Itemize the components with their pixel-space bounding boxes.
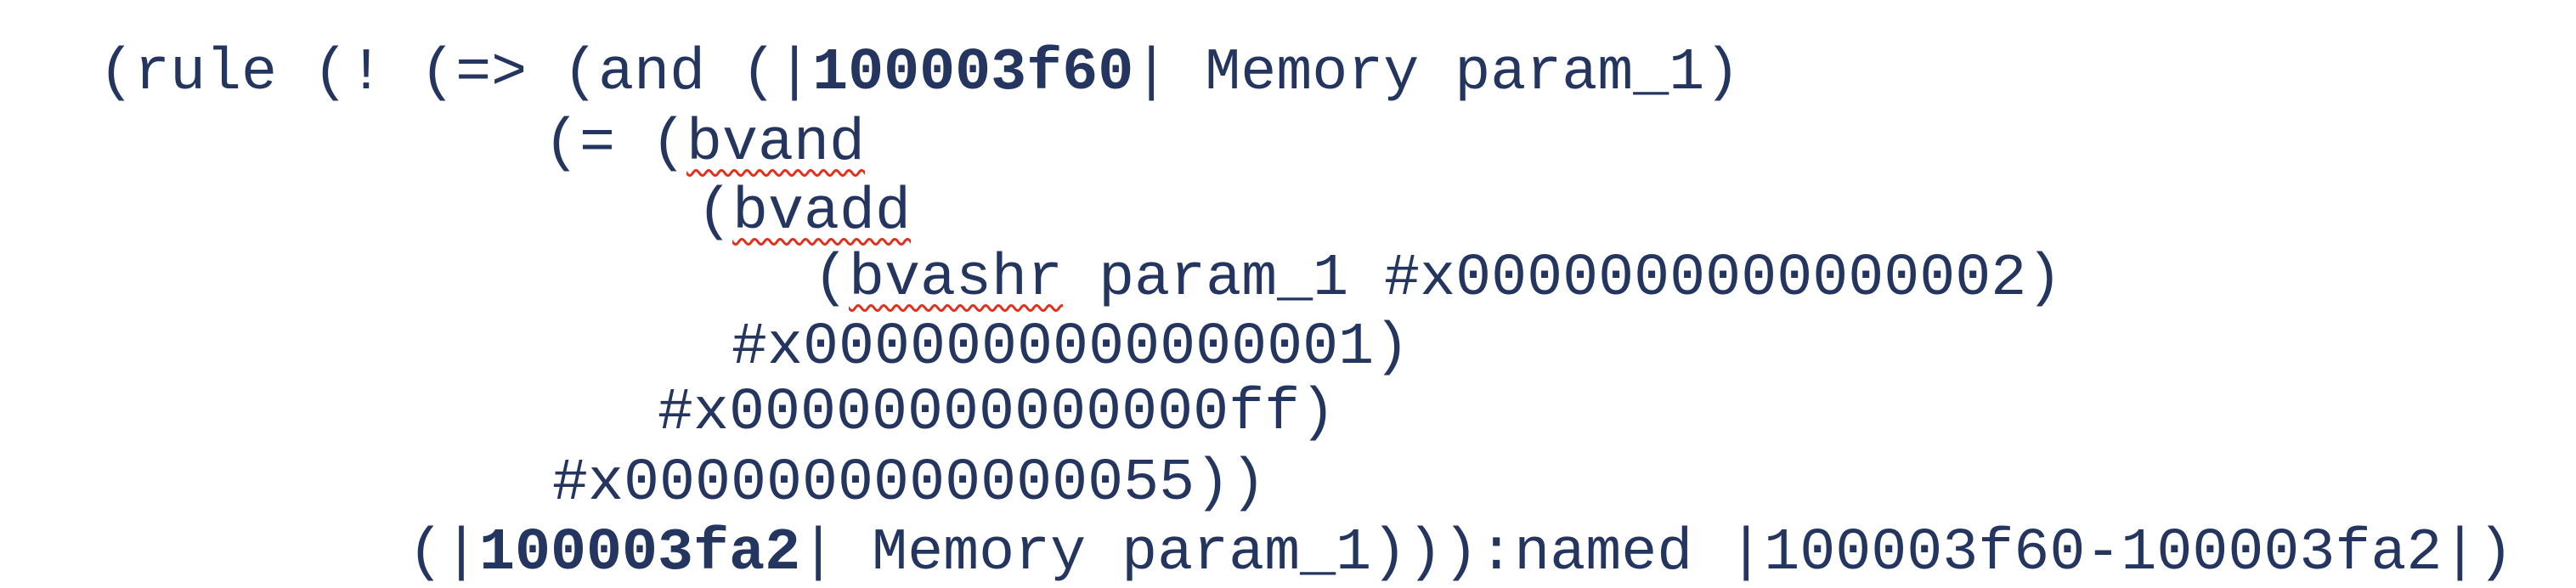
misspelled-word: bvashr <box>849 246 1064 313</box>
misspelled-word: bvand <box>686 110 866 178</box>
code-line-4: (bvashr param_1 #x0000000000000002) <box>813 246 2062 314</box>
code-text: #x00000000000000ff) <box>658 380 1336 447</box>
address-label: 100003fa2 <box>479 520 801 587</box>
code-line-2: (= (bvand <box>544 110 865 178</box>
code-text: (rule (! (=> (and (| <box>99 40 813 107</box>
code-line-6: #x00000000000000ff) <box>658 380 1336 448</box>
code-text: ( <box>813 246 850 313</box>
code-line-7: #x0000000000000055)) <box>552 450 1266 518</box>
code-text: | Memory param_1))):named |100003f60-100… <box>800 520 2514 587</box>
code-text: (= ( <box>544 110 687 178</box>
address-label: 100003f60 <box>812 40 1134 107</box>
code-line-8: (|100003fa2| Memory param_1))):named |10… <box>408 520 2513 588</box>
code-line-1: (rule (! (=> (and (|100003f60| Memory pa… <box>99 40 1740 108</box>
code-text: ( <box>697 179 733 246</box>
code-line-3: (bvadd <box>697 179 911 247</box>
code-text: | Memory param_1) <box>1133 40 1741 107</box>
code-line-5: #x0000000000000001) <box>732 314 1409 382</box>
code-text: param_1 #x0000000000000002) <box>1063 246 2063 313</box>
code-text: (| <box>408 520 480 587</box>
code-text: #x0000000000000001) <box>732 314 1410 382</box>
misspelled-word: bvadd <box>732 179 912 246</box>
code-text: #x0000000000000055)) <box>552 450 1267 517</box>
